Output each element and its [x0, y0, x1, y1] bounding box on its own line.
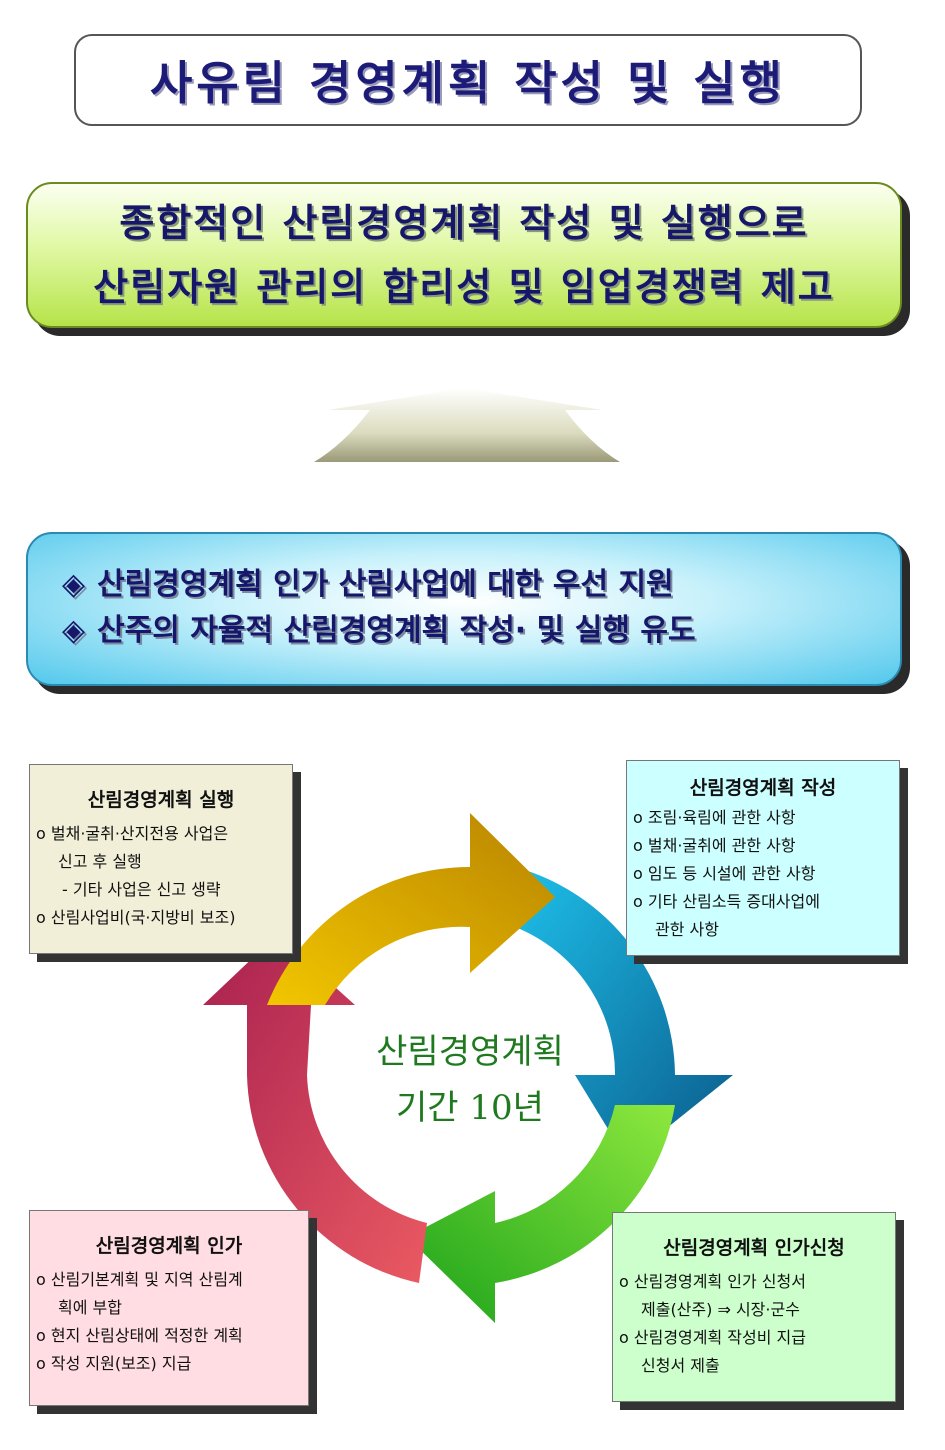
up-arrow-icon	[314, 388, 620, 462]
card-apply-item-1: o 산림경영계획 인가 신청서	[619, 1272, 806, 1291]
card-approve-item-3: o 작성 지원(보조) 지급	[36, 1354, 192, 1373]
cycle-arrow-gold	[267, 813, 555, 1005]
cycle-arrow-green	[407, 1105, 675, 1323]
card-write-item-3: o 임도 등 시설에 관한 사항	[633, 864, 816, 883]
card-apply-item-1b: 제출(산주) ⇒ 시장·군수	[641, 1300, 800, 1319]
card-apply-item-2b: 신청서 제출	[641, 1356, 720, 1375]
center-line-1: 산림경영계획	[376, 1032, 564, 1072]
support-item-1: ◈ 산림경영계획 인가 산림사업에 대한 우선 지원	[62, 562, 900, 608]
page-title: 사유림 경영계획 작성 및 실행	[150, 56, 786, 110]
support-text-1: 산림경영계획 인가 산림사업에 대한 우선 지원	[97, 567, 674, 602]
support-text-2: 산주의 자율적 산림경영계획 작성· 및 실행 유도	[97, 613, 696, 648]
goal-box: 종합적인 산림경영계획 작성 및 실행으로 산림자원 관리의 합리성 및 임업경…	[26, 182, 902, 328]
card-approve-item-1: o 산림기본계획 및 지역 산림계	[36, 1270, 243, 1289]
card-write-item-2: o 벌채·굴취에 관한 사항	[633, 836, 796, 855]
diamond-bullet-icon: ◈	[62, 613, 86, 648]
card-approve: 산림경영계획 인가 o 산림기본계획 및 지역 산림계 획에 부합 o 현지 산…	[29, 1210, 309, 1406]
card-approve-title: 산림경영계획 인가	[95, 1235, 243, 1257]
cycle-arrow-red	[203, 935, 427, 1283]
title-box: 사유림 경영계획 작성 및 실행	[74, 34, 862, 126]
card-execute-item-1: o 벌채·굴취·산지전용 사업은	[36, 824, 229, 843]
cycle-arrow-blue	[515, 867, 733, 1160]
card-execute-item-1c: - 기타 사업은 신고 생략	[62, 880, 221, 899]
center-line-2: 기간 10년	[396, 1088, 544, 1128]
cycle-diagram	[203, 813, 733, 1323]
card-approve-item-2: o 현지 산림상태에 적정한 계획	[36, 1326, 243, 1345]
card-execute: 산림경영계획 실행 o 벌채·굴취·산지전용 사업은 신고 후 실행 - 기타 …	[29, 764, 293, 954]
card-write-item-4: o 기타 산림소득 증대사업에	[633, 892, 820, 911]
card-approve-item-1b: 획에 부합	[58, 1298, 122, 1317]
support-item-2: ◈ 산주의 자율적 산림경영계획 작성· 및 실행 유도	[62, 608, 900, 654]
card-apply: 산림경영계획 인가신청 o 산림경영계획 인가 신청서 제출(산주) ⇒ 시장·…	[612, 1212, 896, 1402]
goal-line-1: 종합적인 산림경영계획 작성 및 실행으로	[119, 201, 809, 245]
card-apply-title: 산림경영계획 인가신청	[663, 1237, 845, 1259]
card-apply-item-2: o 산림경영계획 작성비 지급	[619, 1328, 806, 1347]
card-write-title: 산림경영계획 작성	[689, 777, 837, 799]
support-box: ◈ 산림경영계획 인가 산림사업에 대한 우선 지원 ◈ 산주의 자율적 산림경영계…	[26, 532, 902, 686]
card-execute-title: 산림경영계획 실행	[87, 789, 235, 811]
card-write-item-4b: 관한 사항	[655, 920, 719, 939]
cycle-center-label: 산림경영계획 기간 10년	[330, 1024, 610, 1136]
card-write-item-1: o 조림·육림에 관한 사항	[633, 808, 796, 827]
diamond-bullet-icon: ◈	[62, 567, 86, 602]
goal-line-2: 산림자원 관리의 합리성 및 임업경쟁력 제고	[93, 265, 835, 309]
card-write: 산림경영계획 작성 o 조림·육림에 관한 사항 o 벌채·굴취에 관한 사항 …	[626, 760, 900, 956]
card-execute-item-1b: 신고 후 실행	[58, 852, 142, 871]
card-execute-item-2: o 산림사업비(국·지방비 보조)	[36, 908, 236, 927]
